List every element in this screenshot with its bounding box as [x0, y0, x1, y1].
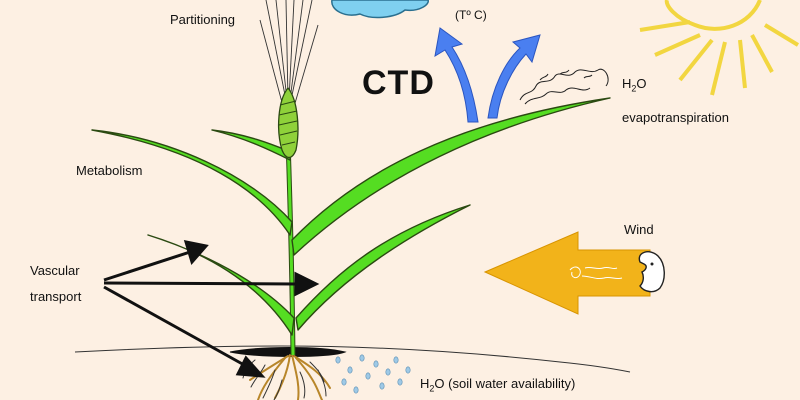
heat-arrow-right [487, 34, 541, 119]
soil-water-drops [335, 354, 411, 394]
partitioning-label: Partitioning [170, 12, 236, 27]
heat-flux-arrows [434, 27, 541, 123]
h2o-top-label: H2O [622, 76, 647, 94]
sun-icon [639, 0, 800, 96]
vapour-puffs [519, 68, 609, 105]
temperature-label: (Tº C) [455, 8, 487, 22]
leaf-left-lower [147, 234, 295, 336]
heat-arrow-left [434, 27, 479, 123]
leaf-flag-right [291, 97, 611, 256]
leaves [91, 97, 611, 336]
wheat-ear-icon [259, 0, 319, 159]
cloud-icon [331, 0, 429, 19]
leaf-mid-left [211, 129, 292, 161]
leaf-right-lower [295, 204, 471, 331]
wind-face-icon [638, 251, 665, 293]
evapotranspiration-label: evapotranspiration [622, 110, 729, 125]
wind-arrow [483, 231, 651, 315]
metabolism-label: Metabolism [76, 163, 143, 178]
leaf-upper-left [91, 129, 293, 236]
ctd-label: CTD [362, 64, 435, 102]
soil-line [74, 345, 631, 373]
wind-label: Wind [624, 222, 654, 237]
h2o-soil-label: H2O (soil water availability) [420, 376, 576, 394]
vascular-label-line2: transport [30, 289, 82, 304]
vascular-label-line1: Vascular [30, 263, 80, 278]
vascular-transport-arrows [103, 240, 320, 378]
roots [229, 347, 347, 400]
